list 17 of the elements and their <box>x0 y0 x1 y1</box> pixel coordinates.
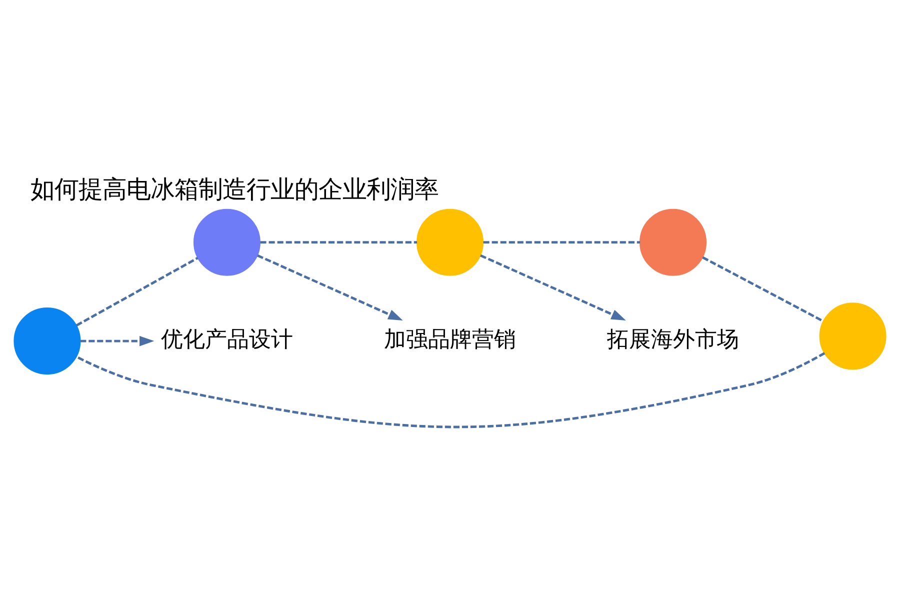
connector <box>76 352 826 428</box>
node-circle <box>416 208 484 276</box>
arrow <box>480 254 626 320</box>
connector <box>76 256 198 326</box>
arrow <box>257 254 403 320</box>
node-circle <box>819 302 886 370</box>
node-text: 拓展海外市场 <box>607 327 740 352</box>
connector <box>702 256 824 322</box>
node-text: 加强品牌营销 <box>384 327 516 352</box>
node-circle <box>640 208 707 276</box>
connector <box>483 241 640 244</box>
connector <box>260 241 418 244</box>
node-text: 优化产品设计 <box>160 327 293 352</box>
diagram-title: 如何提高电冰箱制造行业的企业利润率 <box>30 174 438 204</box>
node-circle <box>193 208 260 276</box>
node-circle <box>14 308 81 375</box>
arrow <box>80 336 154 346</box>
